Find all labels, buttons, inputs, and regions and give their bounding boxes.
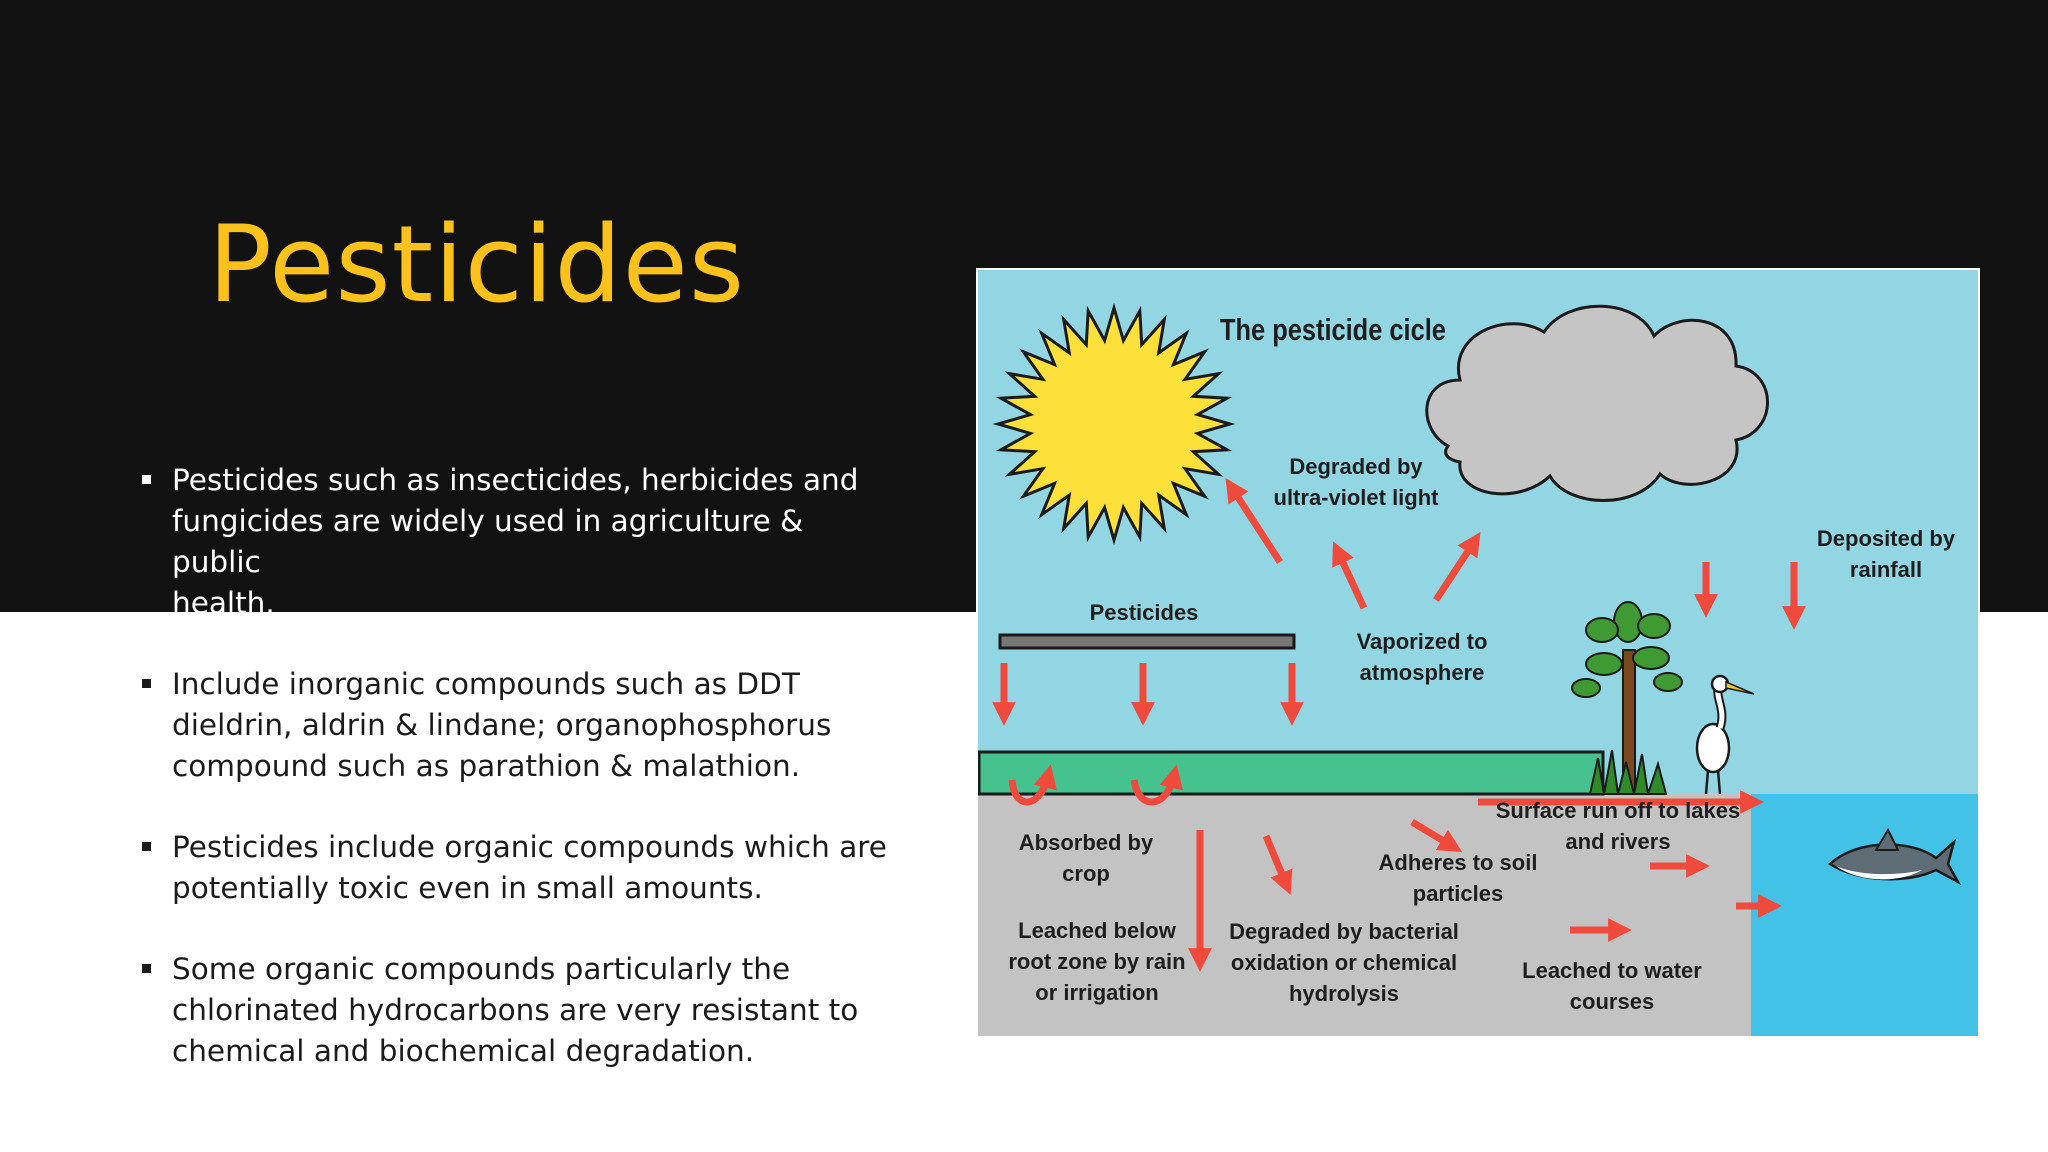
bullet-line: chlorinated hydrocarbons are very resist… [172, 993, 859, 1027]
label-vaporized: Vaporized to [1357, 629, 1488, 654]
flow-arrow [1410, 818, 1463, 853]
bullet-square-icon [142, 679, 151, 688]
bullet-item: Include inorganic compounds such as DDT … [140, 664, 900, 787]
label-leached-root: Leached below [1018, 918, 1177, 943]
label-surface-runoff: Surface run off to lakes [1496, 798, 1741, 823]
bullet-item: Some organic compounds particularly the … [140, 949, 900, 1072]
bullet-line: Pesticides include organic compounds whi… [172, 830, 887, 864]
crop-field [978, 750, 1605, 796]
label-adheres: Adheres to soil [1379, 850, 1538, 875]
sun-icon [992, 302, 1236, 546]
bullet-line: Pesticides such as insecticides, herbici… [172, 463, 859, 497]
arrow-group [992, 478, 1806, 972]
soil-area [978, 794, 1751, 1036]
label-vaporized: atmosphere [1360, 660, 1485, 685]
label-leached-water: Leached to water [1522, 958, 1702, 983]
flow-arrow [1225, 478, 1283, 564]
absorb-arrow [1008, 764, 1057, 806]
diagram-labels: Degraded by ultra-violet light Deposited… [1008, 454, 1955, 1014]
label-adheres: particles [1413, 881, 1504, 906]
diagram-title: The pesticide cicle [1220, 313, 1446, 348]
cloud-icon [1425, 304, 1769, 502]
shark-icon [1827, 827, 1962, 886]
bullet-list: Pesticides such as insecticides, herbici… [140, 460, 900, 1112]
label-degraded-bacterial: Degraded by bacterial [1229, 919, 1459, 944]
bullet-square-icon [142, 842, 151, 851]
label-deposited-rainfall: Deposited by [1817, 526, 1956, 551]
bullet-item: Pesticides such as insecticides, herbici… [140, 460, 900, 624]
pesticide-spray-bar [998, 633, 1296, 650]
flow-arrow [1433, 532, 1481, 602]
label-degraded-bacterial: hydrolysis [1289, 981, 1399, 1006]
label-degraded-uv: ultra-violet light [1274, 485, 1440, 510]
label-surface-runoff: and rivers [1565, 829, 1670, 854]
absorb-arrow [1130, 764, 1183, 806]
label-leached-root: or irrigation [1035, 980, 1158, 1005]
bullet-line: compound such as parathion & malathion. [172, 749, 801, 783]
bullet-line: health. [172, 586, 275, 620]
bullet-square-icon [142, 964, 151, 973]
label-pesticides: Pesticides [1090, 600, 1199, 625]
label-leached-water: courses [1570, 989, 1654, 1014]
label-leached-root: root zone by rain [1008, 949, 1185, 974]
bullet-line: chemical and biochemical degradation. [172, 1034, 755, 1068]
slide-title: Pesticides [208, 203, 746, 326]
label-degraded-bacterial: oxidation or chemical [1231, 950, 1457, 975]
bullet-square-icon [142, 475, 151, 484]
heron-icon [1695, 674, 1755, 795]
bullet-line: potentially toxic even in small amounts. [172, 871, 763, 905]
label-deposited-rainfall: rainfall [1850, 557, 1922, 582]
label-degraded-uv: Degraded by [1289, 454, 1423, 479]
flow-arrow [1262, 834, 1293, 895]
diagram-canvas: The pesticide cicle Degraded by ultra-vi… [978, 270, 1978, 1036]
bullet-item: Pesticides include organic compounds whi… [140, 827, 900, 909]
bullet-line: Include inorganic compounds such as DDT [172, 667, 800, 701]
bullet-line: dieldrin, aldrin & lindane; organophosph… [172, 708, 832, 742]
bullet-line: fungicides are widely used in agricultur… [172, 504, 804, 579]
label-absorbed: Absorbed by [1019, 830, 1154, 855]
flow-arrow [1332, 541, 1368, 610]
bullet-line: Some organic compounds particularly the [172, 952, 791, 986]
label-absorbed: crop [1062, 861, 1110, 886]
tree-icon [1571, 601, 1683, 795]
water-area [1751, 794, 1978, 1036]
pesticide-cycle-diagram: The pesticide cicle Degraded by ultra-vi… [976, 268, 1980, 1038]
